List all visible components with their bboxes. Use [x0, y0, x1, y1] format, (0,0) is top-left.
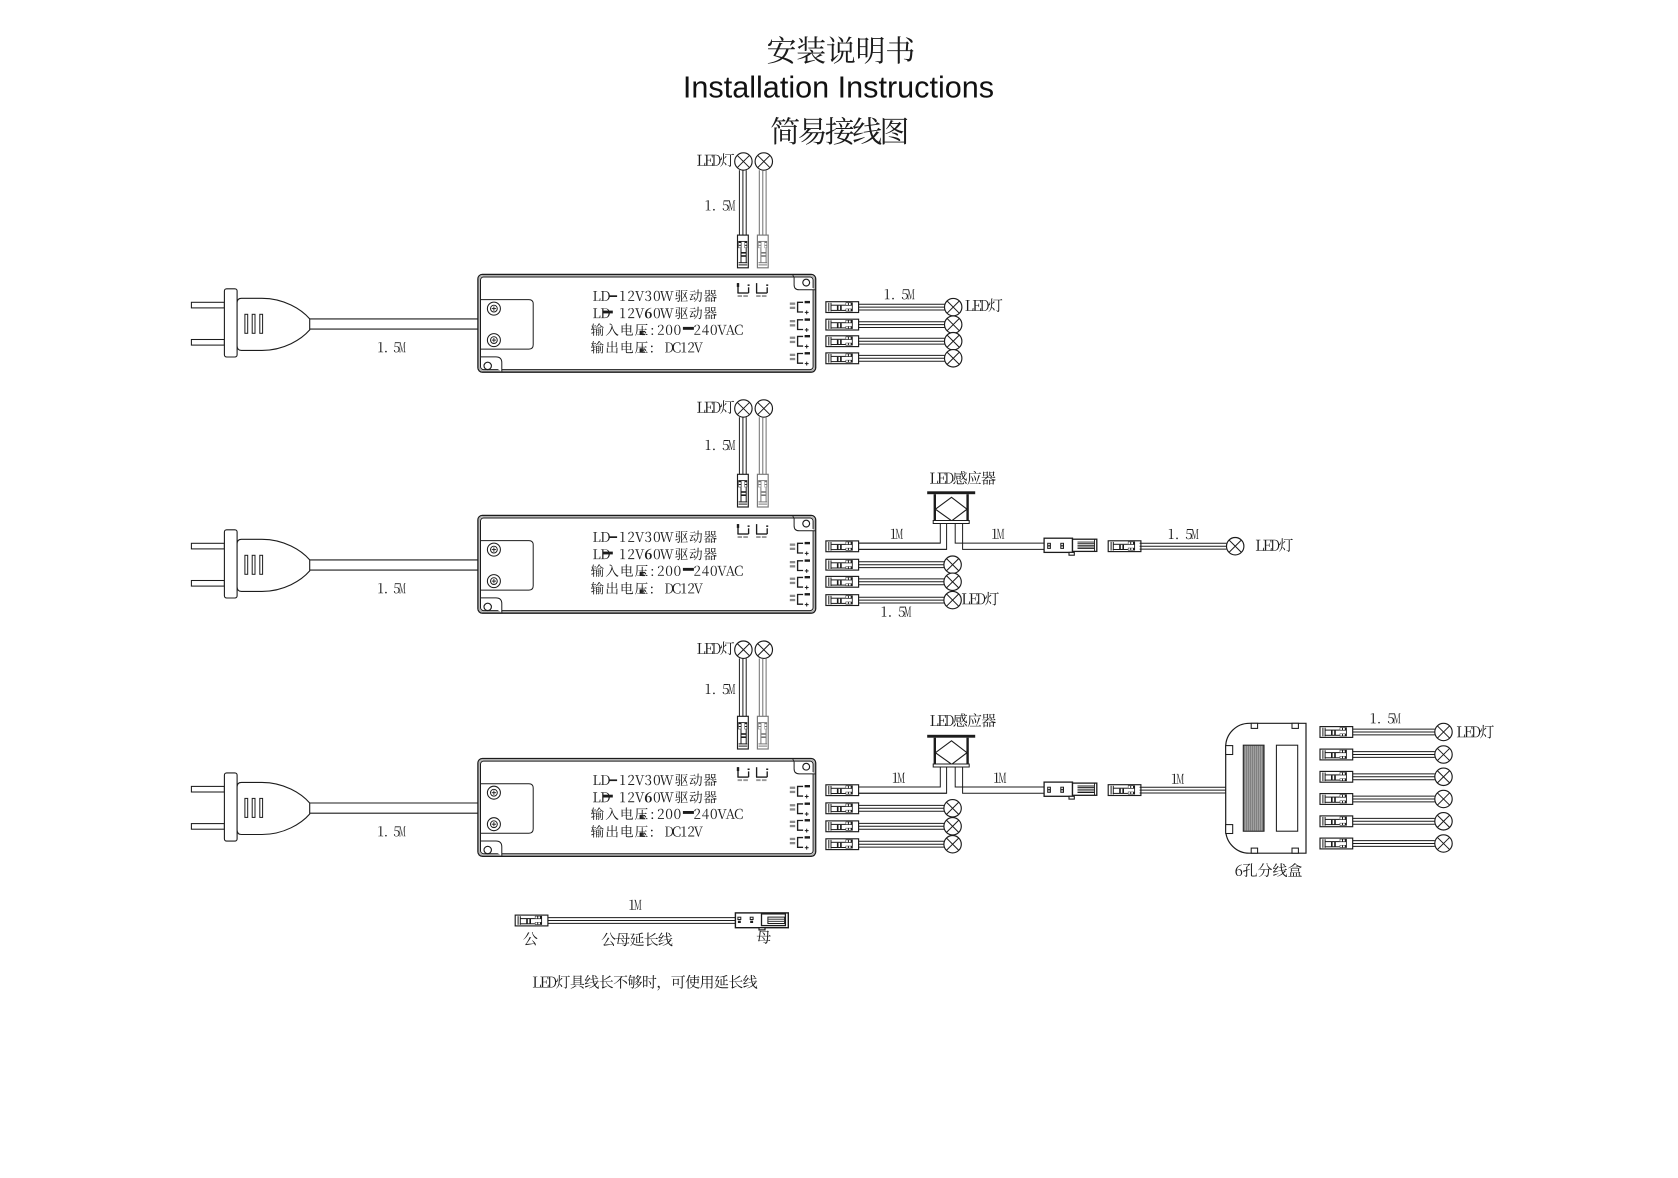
svg-text:Installation Instructions: Installation Instructions [683, 71, 994, 105]
